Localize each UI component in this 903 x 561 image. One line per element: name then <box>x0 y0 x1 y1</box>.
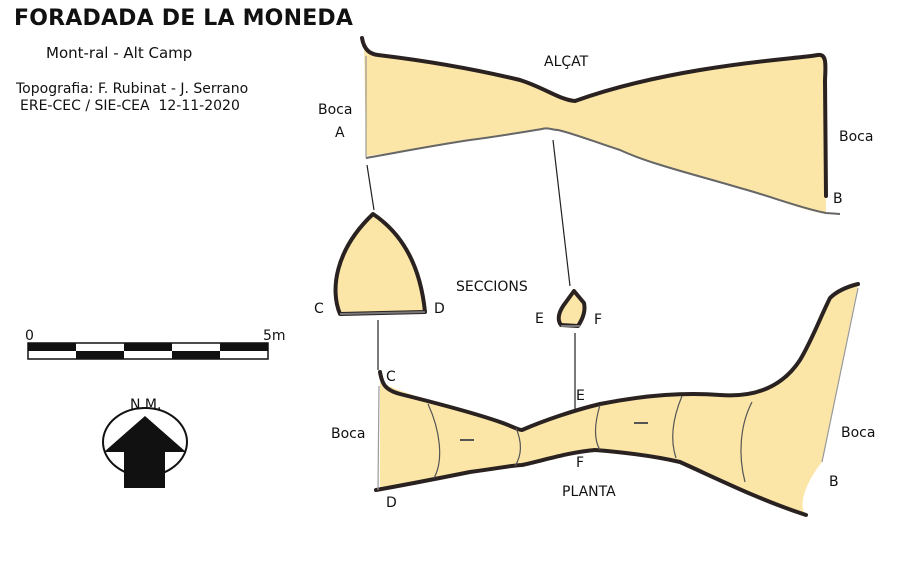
point-d-label-section: D <box>434 301 445 317</box>
scale-bar <box>27 342 269 360</box>
cross-section-ef <box>556 289 587 328</box>
point-c-label-plan: C <box>386 369 396 385</box>
plan-fill <box>380 284 858 515</box>
entrance-label-right-top: Boca <box>839 129 873 145</box>
plan-right-edge <box>821 287 859 463</box>
plan-north-wall <box>378 282 860 432</box>
north-label: N.M. <box>130 397 161 413</box>
north-arrow-icon <box>102 407 188 488</box>
plan-left-edge <box>377 385 380 491</box>
plan-section-dividers <box>427 395 753 483</box>
elevation-title: ALÇAT <box>544 54 589 70</box>
map-title: FORADADA DE LA MONEDA <box>14 6 354 31</box>
point-c-label-section: C <box>314 301 324 317</box>
sections-title: SECCIONS <box>456 279 528 295</box>
point-e-label-plan: E <box>576 388 585 404</box>
organization-date: ERE-CEC / SIE-CEA 12-11-2020 <box>20 98 240 114</box>
point-d-label-plan: D <box>386 495 397 511</box>
elevation-fill <box>364 40 826 214</box>
point-b-label-plan: B <box>829 474 839 490</box>
connector-line <box>366 164 375 211</box>
plan-slope-arrows <box>460 422 648 441</box>
scale-start-label: 0 <box>25 328 34 344</box>
entrance-label-left-top: Boca <box>318 102 352 118</box>
point-f-label-section: F <box>594 312 602 328</box>
point-a-label: A <box>335 125 345 141</box>
point-e-label-section: E <box>535 311 544 327</box>
plan-title: PLANTA <box>562 484 616 500</box>
elevation-floor-line <box>365 127 841 215</box>
location-subtitle: Mont-ral - Alt Camp <box>46 44 193 62</box>
plan-south-wall <box>374 448 808 517</box>
scale-end-label: 5m <box>263 328 286 344</box>
point-b-label-top: B <box>833 191 843 207</box>
entrance-label-left-plan: Boca <box>331 426 365 442</box>
topography-credit: Topografia: F. Rubinat - J. Serrano <box>16 81 249 97</box>
connector-line <box>552 139 571 287</box>
elevation-profile <box>360 36 841 215</box>
entrance-label-right-plan: Boca <box>841 425 875 441</box>
elevation-ceiling-line <box>360 36 828 198</box>
point-f-label-plan: F <box>576 455 584 471</box>
plan-view <box>374 282 860 517</box>
cross-section-cd <box>333 212 427 316</box>
